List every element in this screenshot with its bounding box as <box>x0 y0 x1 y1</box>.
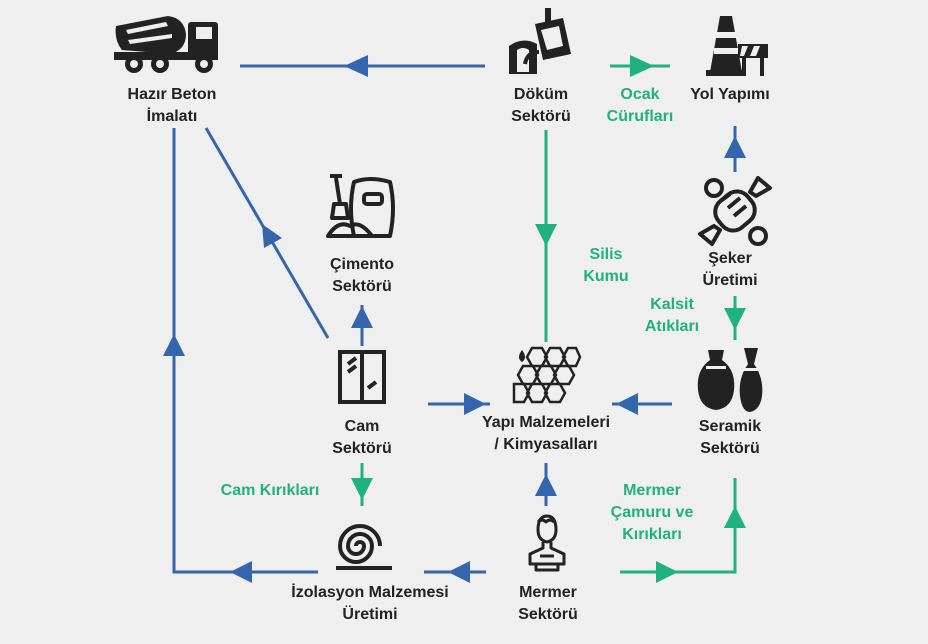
arrowhead-up <box>724 136 746 158</box>
arrowhead-left <box>230 561 252 583</box>
flow-label-cam-kiriklari: Cam Kırıkları <box>220 482 320 499</box>
marble-bust-icon <box>528 514 566 572</box>
ceramic-vases-icon <box>697 348 763 412</box>
node-label-seramik: Seramik Sektörü <box>698 418 762 457</box>
road-cone-barrier-icon <box>706 16 768 76</box>
flow-line-izolasyon-to-hazir-beton <box>172 128 318 574</box>
arrowhead-up <box>163 334 185 356</box>
node-label-hazir-beton: Hazır Beton İmalatı <box>127 86 217 125</box>
arrowhead-right <box>630 55 654 77</box>
candy-icon <box>698 176 772 246</box>
arrowhead-left <box>448 561 470 583</box>
arrowhead-right <box>464 393 486 415</box>
flow-label-silis-kumu: Silis Kumu <box>583 246 629 285</box>
arrowhead-up-left <box>262 224 282 248</box>
cement-sack-shovel-icon <box>326 174 395 238</box>
node-label-yol-yapimi: Yol Yapımı <box>690 86 770 103</box>
arrowhead-right <box>656 561 678 583</box>
node-label-yapi: Yapı Malzemeleri / Kimyasalları <box>481 414 611 453</box>
node-label-mermer: Mermer Sektörü <box>518 584 578 623</box>
node-label-dokum: Döküm Sektörü <box>511 86 571 125</box>
node-label-seker: Şeker Üretimi <box>702 250 758 289</box>
arrowhead-up <box>535 474 557 496</box>
node-label-cimento: Çimento Sektörü <box>330 256 394 295</box>
arrowhead-down <box>724 308 746 330</box>
node-label-cam: Cam Sektörü <box>332 418 392 457</box>
flow-label-ocak-curuflari: Ocak Cürufları <box>606 86 674 125</box>
glass-window-icon <box>338 350 386 404</box>
honeycomb-chemicals-icon <box>512 346 582 404</box>
flow-label-mermer-camuru: Mermer Çamuru ve Kırıkları <box>610 482 694 543</box>
arrowhead-down <box>351 478 373 500</box>
arrowhead-down <box>535 224 557 246</box>
flow-label-kalsit-atiklari: Kalsit Atıkları <box>644 296 700 335</box>
arrowhead-up <box>724 506 746 528</box>
arrowhead-left <box>344 55 368 77</box>
foundry-ladle-icon <box>509 8 571 74</box>
node-label-izolasyon: İzolasyon Malzemesi Üretimi <box>291 584 449 623</box>
arrowhead-up <box>351 306 373 328</box>
insulation-roll-icon <box>336 524 392 570</box>
arrowhead-left <box>616 393 638 415</box>
concrete-mixer-truck-icon <box>114 16 218 73</box>
